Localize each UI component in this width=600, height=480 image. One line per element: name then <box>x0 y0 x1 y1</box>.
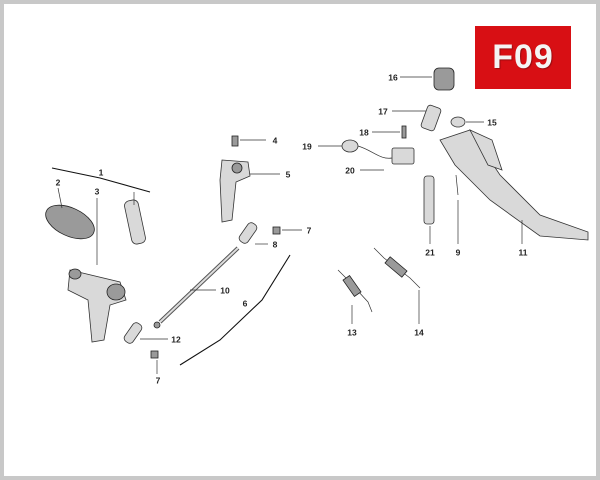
part-screw-7b[interactable] <box>150 350 159 374</box>
callout-15[interactable]: 15 <box>487 117 497 127</box>
callout-19[interactable]: 19 <box>302 141 312 151</box>
callout-13[interactable]: 13 <box>347 327 357 337</box>
group-bracket-1 <box>51 167 151 193</box>
part-rod-end-12[interactable] <box>123 321 168 345</box>
part-rod-end-8[interactable] <box>238 221 268 245</box>
part-bolt-4[interactable] <box>231 135 266 147</box>
callout-7a[interactable]: 7 <box>307 225 312 235</box>
part-side-stand-11[interactable] <box>439 129 589 244</box>
callout-11[interactable]: 11 <box>519 247 528 257</box>
callout-7b[interactable]: 7 <box>156 375 161 385</box>
callout-9[interactable]: 9 <box>456 247 461 257</box>
part-spring-14[interactable] <box>373 247 421 324</box>
part-cap-16[interactable] <box>400 67 455 91</box>
part-switch-body-20[interactable] <box>357 145 415 171</box>
part-shift-rod-10[interactable] <box>158 246 240 324</box>
part-screw-7a[interactable] <box>272 226 302 235</box>
part-spring-9[interactable] <box>455 174 459 244</box>
callout-18[interactable]: 18 <box>359 127 369 137</box>
part-spring-13[interactable] <box>337 269 373 324</box>
callout-12[interactable]: 12 <box>171 334 181 344</box>
callout-6[interactable]: 6 <box>243 298 248 308</box>
part-washer-15[interactable] <box>450 116 484 128</box>
callout-2[interactable]: 2 <box>56 177 61 187</box>
callout-5[interactable]: 5 <box>286 169 291 179</box>
callout-1[interactable]: 1 <box>99 167 104 177</box>
part-pin-1[interactable] <box>124 192 147 245</box>
callout-3[interactable]: 3 <box>95 186 100 196</box>
part-pivot-pin-21[interactable] <box>423 175 435 244</box>
callout-20[interactable]: 20 <box>345 165 355 175</box>
part-shift-arm-5[interactable] <box>219 159 280 223</box>
group-bracket-6 <box>179 254 291 366</box>
part-screw-18[interactable] <box>372 125 407 139</box>
callout-16[interactable]: 16 <box>388 72 398 82</box>
callout-17[interactable]: 17 <box>378 106 388 116</box>
callout-4[interactable]: 4 <box>273 135 278 145</box>
callout-21[interactable]: 21 <box>425 247 435 257</box>
part-bracket-17[interactable] <box>392 104 442 132</box>
callout-14[interactable]: 14 <box>414 327 424 337</box>
part-switch-19[interactable] <box>318 139 359 153</box>
callout-10[interactable]: 10 <box>220 285 230 295</box>
diagram-code-badge: F09 <box>475 26 571 89</box>
callout-8[interactable]: 8 <box>273 239 278 249</box>
part-rubber-2[interactable] <box>41 187 100 246</box>
part-pedal-lever-3[interactable] <box>67 198 127 343</box>
